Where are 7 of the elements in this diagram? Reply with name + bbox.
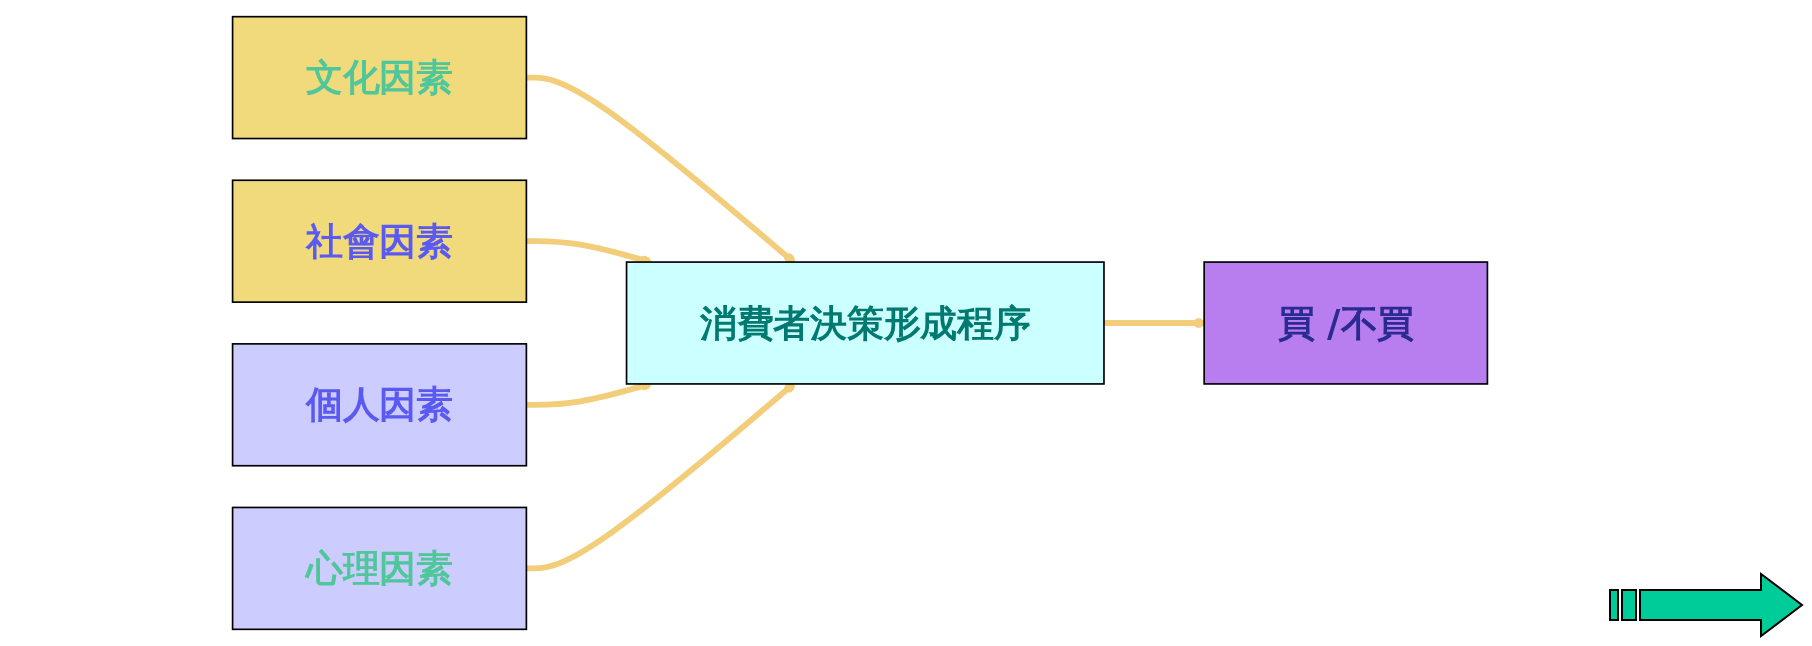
node-box: 個人因素: [231, 343, 528, 467]
node-box: 文化因素: [231, 15, 528, 140]
node-box: 心理因素: [231, 506, 528, 631]
connector: [1104, 317, 1205, 329]
node-box: 消費者決策形成程序: [625, 261, 1105, 385]
node-box: 社會因素: [231, 179, 528, 303]
node-box: 買 /不買: [1203, 261, 1489, 385]
